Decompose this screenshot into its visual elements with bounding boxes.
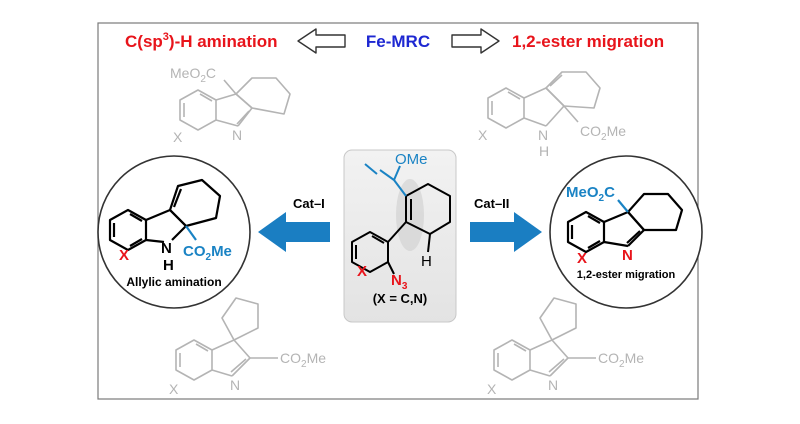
svg-text:CO2Me: CO2Me [580, 123, 626, 143]
bg-structure-top-right-text: X N H CO2Me [478, 123, 626, 159]
substrate-bonds [351, 163, 451, 275]
arrow-left-cat1: Cat–I [258, 196, 330, 252]
right-product-meo2c: MeO2C [566, 184, 615, 204]
left-product-h: H [163, 257, 174, 274]
substrate-ome: OMe [395, 151, 428, 168]
header-right-label: 1,2-ester migration [512, 32, 664, 51]
svg-text:N: N [232, 127, 242, 143]
substrate-labels: OMe H X N3 (X = C,N) [357, 151, 432, 306]
substrate-n3: N3 [391, 272, 408, 292]
left-product-caption: Allylic amination [126, 275, 221, 289]
bg-structure-bottom-right [493, 297, 596, 381]
substrate-x: X [357, 263, 367, 280]
cat1-label: Cat–I [293, 196, 325, 211]
arrow-right-cat2: Cat–II [470, 196, 542, 252]
right-product-labels: MeO2C X N 1,2-ester migration [566, 184, 675, 281]
bg-structure-bottom-left [175, 297, 278, 381]
bg-structure-top-left-text: MeO2C X N [170, 65, 242, 145]
left-product-co2me: CO2Me [183, 243, 232, 263]
svg-text:CO2Me: CO2Me [598, 350, 644, 370]
svg-text:X: X [169, 381, 179, 397]
left-product-circle [97, 155, 251, 309]
substrate-h: H [421, 253, 432, 270]
right-product-n: N [622, 247, 633, 264]
svg-text:H: H [539, 143, 549, 159]
left-product-nh: N [161, 240, 172, 257]
bg-structure-bottom-right-text: X N CO2Me [487, 350, 644, 397]
substrate-condition: (X = C,N) [373, 291, 428, 306]
bg-structure-bottom-left-text: X N CO2Me [169, 350, 326, 397]
right-product-x: X [577, 250, 587, 267]
svg-text:CO2Me: CO2Me [280, 350, 326, 370]
cat2-label: Cat–II [474, 196, 509, 211]
right-product-bonds [566, 192, 684, 254]
bg-structure-top-left [179, 77, 291, 131]
svg-text:X: X [173, 129, 183, 145]
svg-text:N: N [230, 377, 240, 393]
header-arrow-right [451, 28, 500, 54]
header-center-label: Fe-MRC [366, 32, 430, 51]
left-product-bonds [108, 178, 222, 252]
left-product-labels: X N H CO2Me Allylic amination [119, 240, 232, 289]
svg-text:N: N [548, 377, 558, 393]
svg-text:N: N [538, 127, 548, 143]
header-arrow-left [297, 28, 346, 54]
right-product-caption: 1,2-ester migration [577, 269, 676, 281]
svg-text:X: X [487, 381, 497, 397]
svg-text:X: X [478, 127, 488, 143]
header: C(sp3)-H amination Fe-MRC 1,2-ester migr… [125, 28, 664, 54]
bg-structure-top-right [487, 71, 601, 129]
left-product-x: X [119, 247, 129, 264]
header-left-label: C(sp3)-H amination [125, 31, 278, 51]
svg-text:MeO2C: MeO2C [170, 65, 216, 85]
